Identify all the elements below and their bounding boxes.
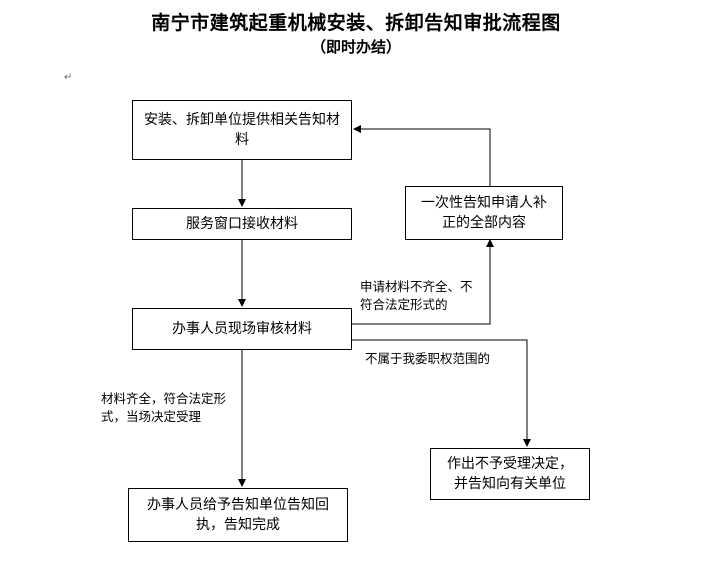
arrow-review-to-supplement — [352, 239, 494, 325]
page-subtitle: （即时办结） — [310, 38, 401, 56]
node-reject: 作出不予受理决定，并告知向有关单位 — [430, 448, 590, 500]
node-provide-materials: 安装、拆卸单位提供相关告知材料 — [132, 100, 352, 160]
node-window-receive: 服务窗口接收材料 — [132, 208, 352, 240]
node-issue-receipt: 办事人员给予告知单位告知回执，告知完成 — [128, 488, 348, 542]
node-notify-supplement: 一次性告知申请人补正的全部内容 — [405, 186, 563, 240]
label-complete: 材料齐全，符合法定形式，当场决定受理 — [101, 391, 227, 424]
arrow-review-to-reject — [352, 339, 531, 447]
label-out-of-scope: 不属于我委职权范围的 — [365, 351, 491, 366]
page-title: 南宁市建筑起重机械安装、拆卸告知审批流程图 — [151, 12, 561, 34]
arrow-supplement-to-provide — [353, 125, 491, 186]
label-incomplete: 申请材料不齐全、不符合法定形式的 — [360, 279, 473, 312]
node-onsite-review: 办事人员现场审核材料 — [132, 308, 352, 350]
paragraph-mark-icon: ↵ — [64, 72, 73, 83]
